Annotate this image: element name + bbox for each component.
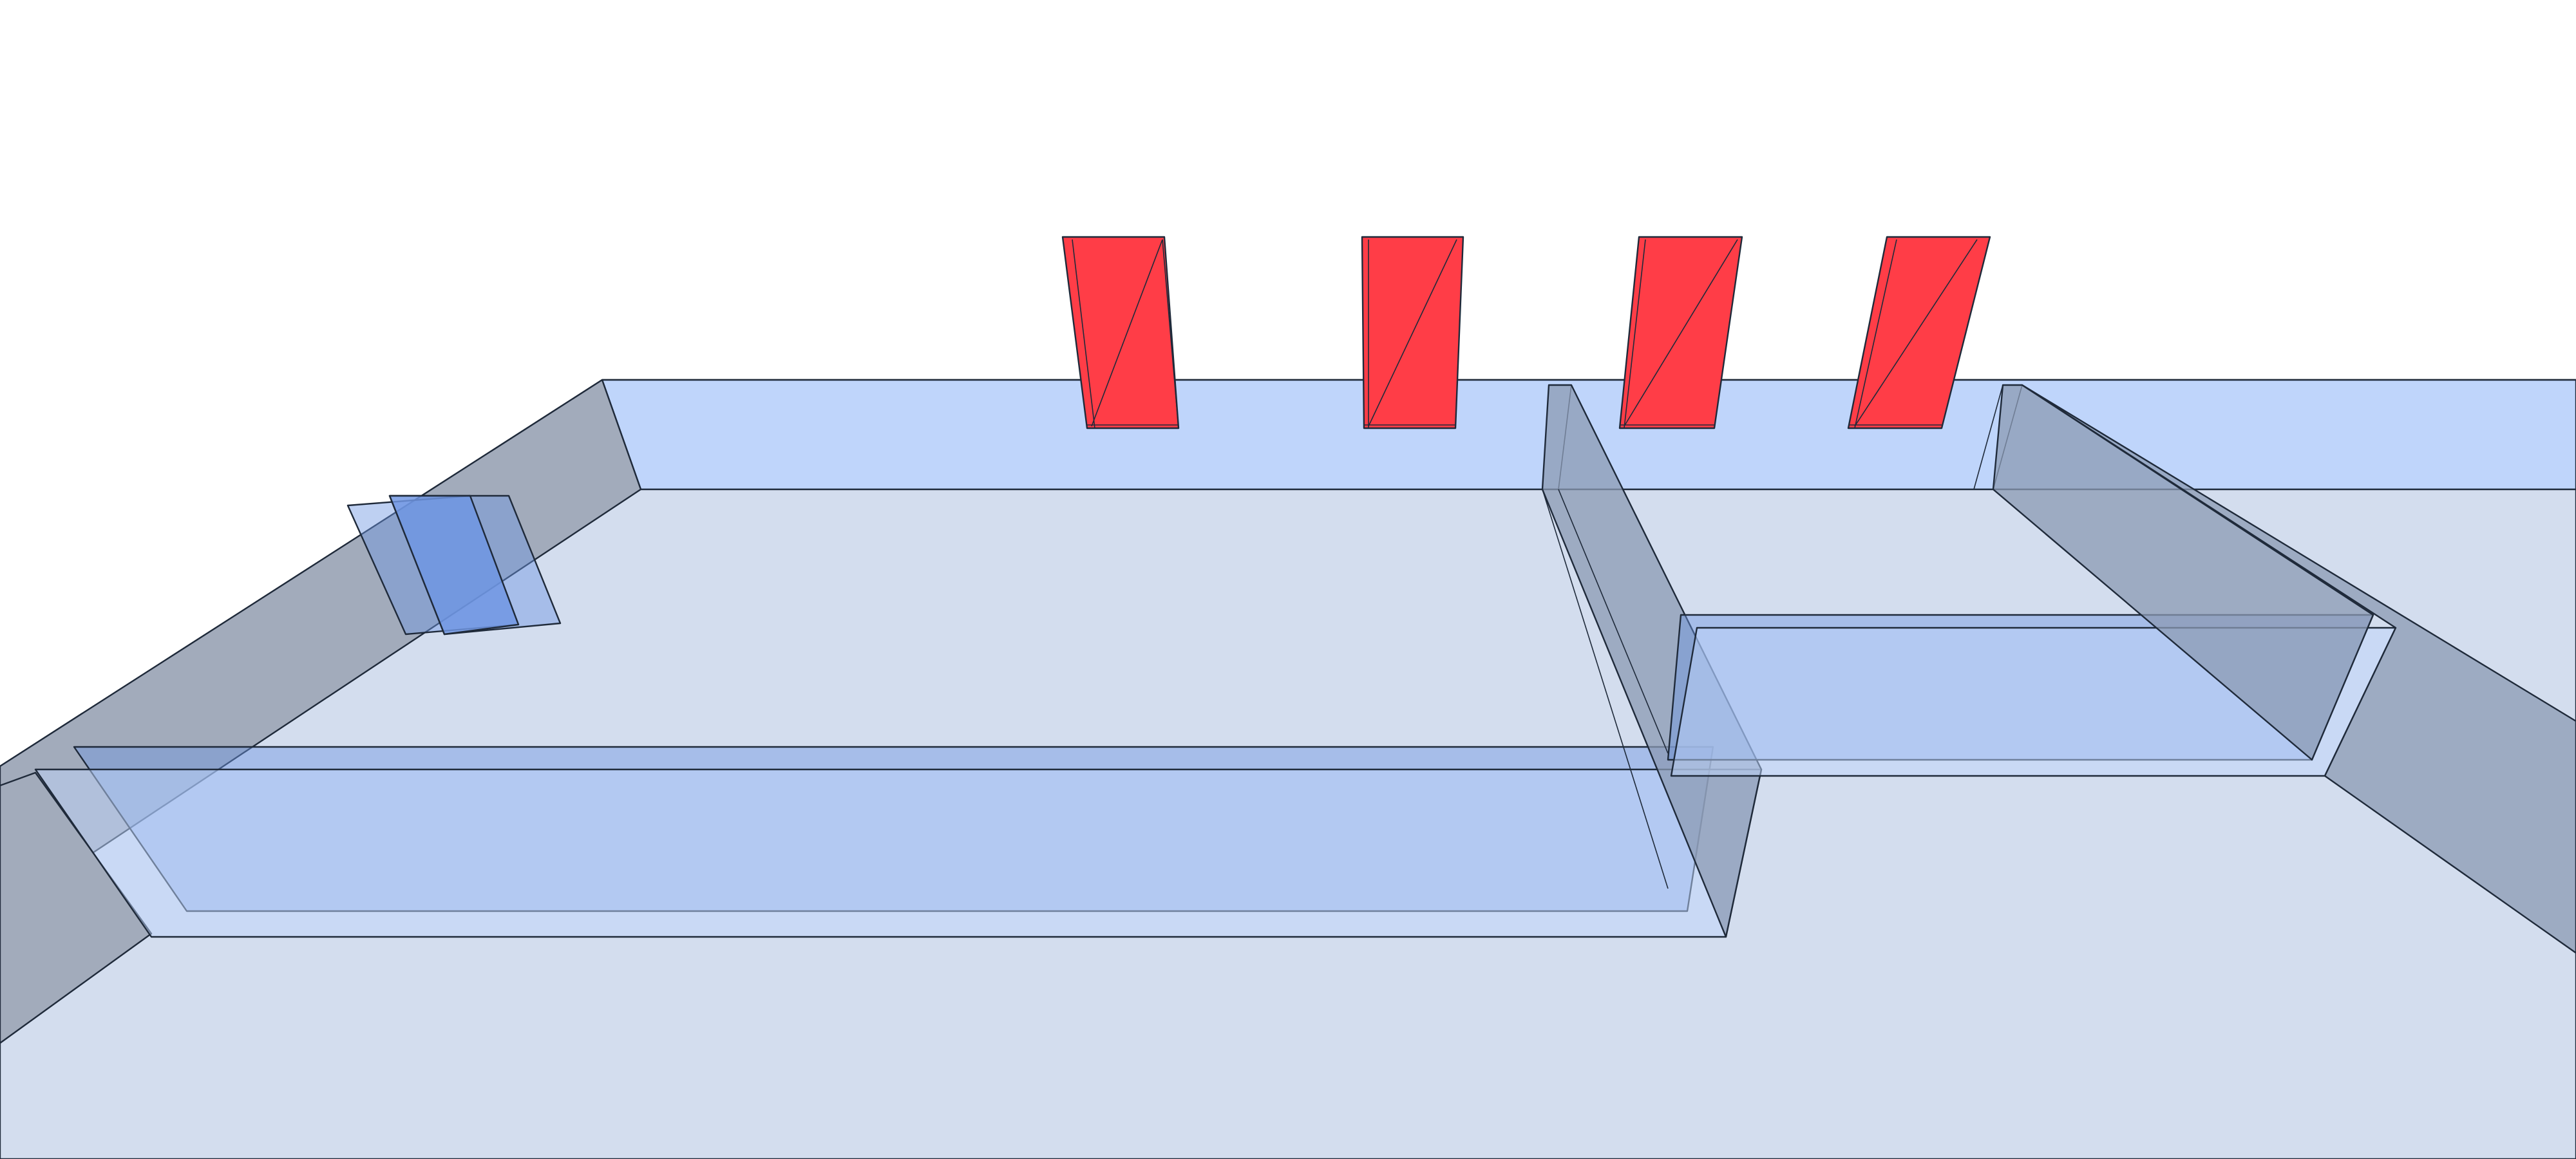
middle-partition-wall[interactable]: [1541, 384, 1763, 938]
selected-panel-2[interactable]: [1361, 236, 1464, 429]
selected-panel-4[interactable]: [1847, 236, 1991, 429]
small-glass-box[interactable]: [346, 495, 562, 636]
selected-panel-1[interactable]: [1061, 236, 1180, 429]
right-diagonal-wall[interactable]: [1992, 384, 2374, 761]
selected-panel-3[interactable]: [1618, 236, 1743, 429]
front-glass-wall-left-base[interactable]: [34, 768, 1763, 938]
right-outer-wall[interactable]: [2021, 384, 2576, 954]
